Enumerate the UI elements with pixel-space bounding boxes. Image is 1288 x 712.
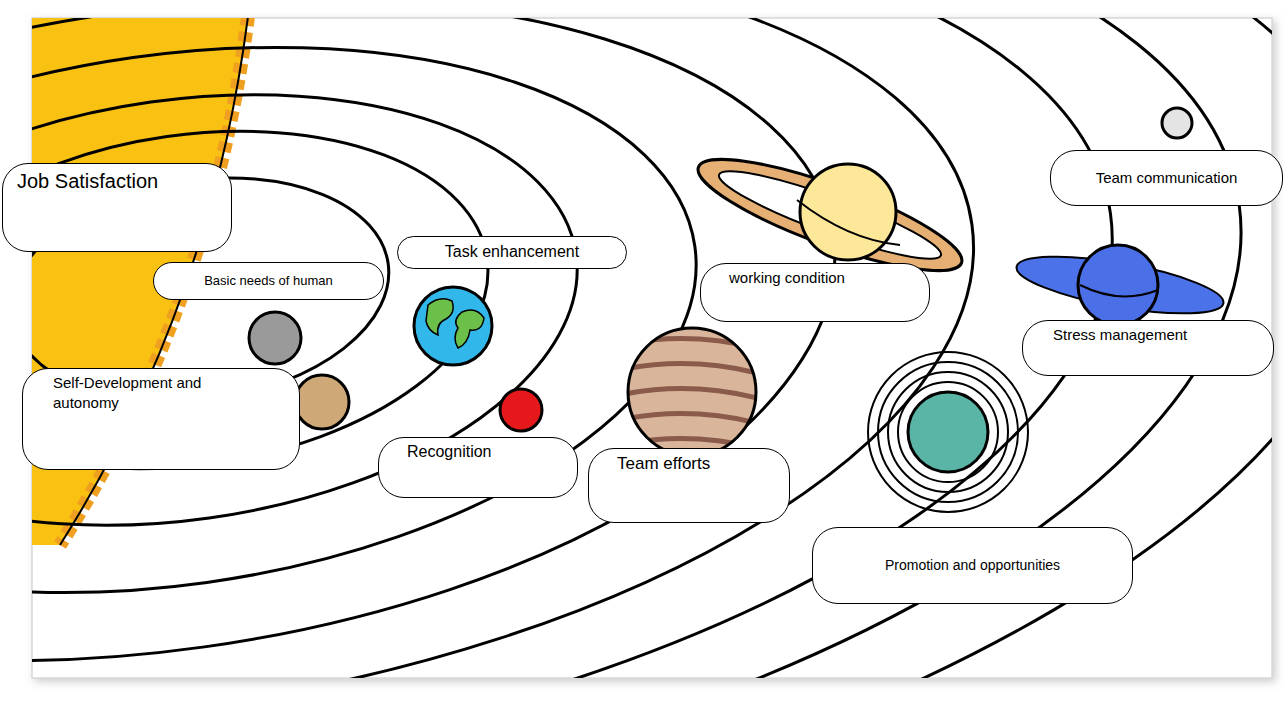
label-text: Team efforts	[617, 453, 710, 475]
label-bubble: Team communication	[1050, 150, 1283, 206]
mercury	[249, 312, 301, 364]
venus	[295, 375, 349, 429]
uranus	[868, 352, 1028, 512]
label-text: Task enhancement	[445, 242, 579, 263]
label-bubble: Stress management	[1022, 320, 1274, 376]
label-bubble: Self-Development and autonomy	[22, 368, 300, 470]
label-bubble: Job Satisfaction	[2, 163, 232, 252]
label-bubble: Team efforts	[588, 448, 790, 523]
pluto	[1162, 108, 1192, 138]
label-text: Recognition	[407, 442, 492, 463]
label-text: Basic needs of human	[204, 273, 333, 290]
neptune	[1013, 245, 1227, 325]
label-bubble: Promotion and opportunities	[812, 527, 1133, 604]
label-text: Team communication	[1096, 168, 1238, 188]
label-text: Stress management	[1053, 325, 1187, 345]
label-text: Self-Development and autonomy	[53, 373, 269, 412]
label-text: Job Satisfaction	[17, 168, 158, 194]
label-bubble: Task enhancement	[397, 236, 627, 269]
orbits	[32, 18, 1272, 678]
label-text: Promotion and opportunities	[885, 556, 1060, 574]
earth	[414, 287, 492, 365]
jupiter	[620, 328, 765, 456]
label-bubble: Basic needs of human	[153, 262, 384, 300]
label-bubble: Recognition	[378, 437, 578, 498]
label-text: working condition	[729, 268, 845, 288]
mars	[500, 389, 542, 431]
label-bubble: working condition	[700, 263, 930, 322]
